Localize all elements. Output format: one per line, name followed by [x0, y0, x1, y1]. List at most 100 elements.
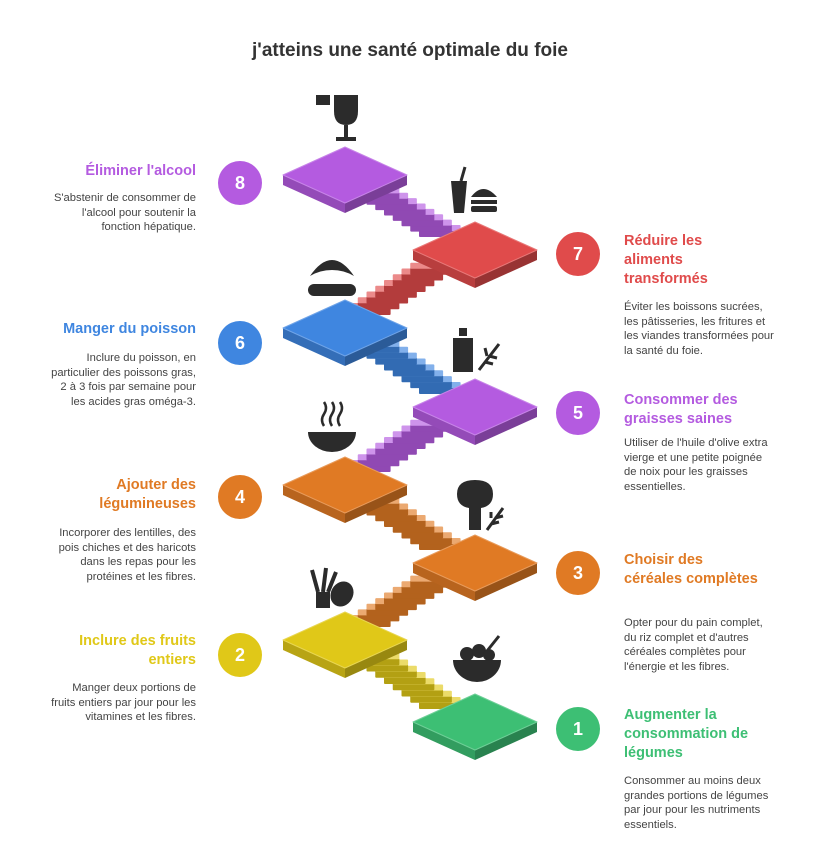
step-badge-2: 2	[218, 633, 262, 677]
stair-riser	[401, 531, 444, 539]
step-title-5: Consommer des graisses saines	[624, 392, 738, 427]
landing-right-face	[475, 722, 537, 760]
step-description-5: Utiliser de l'huile d'olive extra vierge…	[624, 437, 768, 493]
stair-riser	[384, 363, 426, 371]
stair-flight-6	[357, 340, 461, 394]
step-description-2: Manger deux portions de fruits entiers p…	[51, 682, 196, 724]
landing-left-face	[283, 328, 345, 366]
step-description-8: S'abstenir de consommer de l'alcool pour…	[53, 192, 196, 234]
landing-right-face	[475, 407, 537, 445]
step-badge-8: 8	[218, 161, 262, 205]
landing-left-face	[413, 722, 475, 760]
stair-riser	[366, 197, 409, 205]
landing-4	[282, 456, 408, 523]
stair-riser	[384, 677, 426, 684]
stair-riser	[384, 208, 426, 216]
wine-glass-icon	[316, 95, 358, 141]
soup-bowl-icon	[308, 401, 356, 452]
landing-top	[412, 693, 538, 751]
fruit-icon	[310, 567, 354, 608]
stair-riser	[392, 591, 435, 599]
landing-left-face	[413, 250, 475, 288]
landing-right-face	[345, 328, 407, 366]
landing-top	[282, 146, 408, 204]
landing-right-face	[345, 175, 407, 213]
step-title-1: Augmenter la consommation de légumes	[624, 707, 749, 761]
landing-3	[412, 534, 538, 601]
landing-left-face	[413, 563, 475, 601]
step-badge-7: 7	[556, 232, 600, 276]
landing-5	[412, 378, 538, 445]
landing-top	[282, 456, 408, 514]
stair-riser	[392, 213, 435, 221]
stair-riser	[401, 586, 444, 594]
stair-riser	[375, 290, 417, 298]
stair-riser	[401, 430, 444, 438]
stair-riser	[392, 436, 435, 444]
landing-2	[282, 611, 408, 678]
landing-right-face	[475, 563, 537, 601]
stair-riser	[392, 279, 435, 287]
stair-riser	[392, 683, 435, 691]
landing-top	[412, 221, 538, 279]
stair-flight-5	[349, 419, 452, 472]
stair-riser	[357, 302, 400, 310]
step-description-3: Opter pour du pain complet, du riz compl…	[624, 617, 763, 673]
step-description-4: Incorporer des lentilles, des pois chich…	[58, 527, 196, 583]
landing-right-face	[345, 485, 407, 523]
stair-riser	[401, 219, 444, 227]
step-title-3: Choisir des céréales complètes	[624, 552, 758, 587]
landing-left-face	[413, 407, 475, 445]
step-description-7: Éviter les boissons sucrées, les pâtisse…	[624, 301, 774, 357]
stair-riser	[366, 664, 409, 672]
step-description-1: Consommer au moins deux grandes portions…	[624, 775, 769, 831]
step-title-4: Ajouter des légumineuses	[99, 477, 196, 512]
stair-riser	[366, 608, 409, 616]
stair-riser	[410, 695, 452, 703]
landing-1	[412, 693, 538, 760]
stair-riser	[366, 508, 409, 516]
stair-riser	[401, 689, 444, 697]
landing-top	[282, 299, 408, 357]
step-title-8: Éliminer l'alcool	[85, 163, 196, 179]
stair-riser	[375, 603, 417, 611]
step-badge-3: 3	[556, 551, 600, 595]
landing-8	[282, 146, 408, 213]
landing-left-face	[283, 175, 345, 213]
landing-top	[412, 534, 538, 592]
croissant-bread-icon	[308, 260, 356, 296]
stair-riser	[410, 224, 452, 232]
landing-6	[282, 299, 408, 366]
step-title-6: Manger du poisson	[63, 321, 196, 337]
stair-riser	[401, 375, 444, 383]
step-badge-1: 1	[556, 707, 600, 751]
salad-bowl-icon	[453, 635, 501, 682]
landing-right-face	[475, 250, 537, 288]
step-badge-5: 5	[556, 391, 600, 435]
stair-riser	[410, 537, 452, 545]
stair-riser	[375, 203, 417, 211]
stair-riser	[384, 597, 426, 605]
step-badge-6: 6	[218, 321, 262, 365]
landing-top	[282, 611, 408, 669]
step-badge-4: 4	[218, 475, 262, 519]
stair-riser	[366, 351, 409, 359]
stair-riser	[392, 369, 435, 377]
stair-riser	[410, 381, 452, 389]
page-title: j'atteins une santé optimale du foie	[252, 40, 568, 61]
stair-riser	[366, 453, 409, 461]
stair-riser	[357, 614, 400, 622]
stair-riser	[357, 459, 400, 467]
landing-top	[412, 378, 538, 436]
stair-riser	[375, 357, 417, 365]
stair-flight-7	[349, 262, 452, 315]
step-title-7: Réduire les aliments transformés	[624, 233, 708, 287]
step-description-6: Inclure du poisson, en particulier des p…	[51, 352, 196, 408]
olive-oil-icon	[453, 328, 501, 372]
landing-left-face	[283, 485, 345, 523]
stair-riser	[392, 525, 435, 533]
landing-7	[412, 221, 538, 288]
landing-left-face	[283, 640, 345, 678]
stair-riser	[384, 520, 426, 527]
